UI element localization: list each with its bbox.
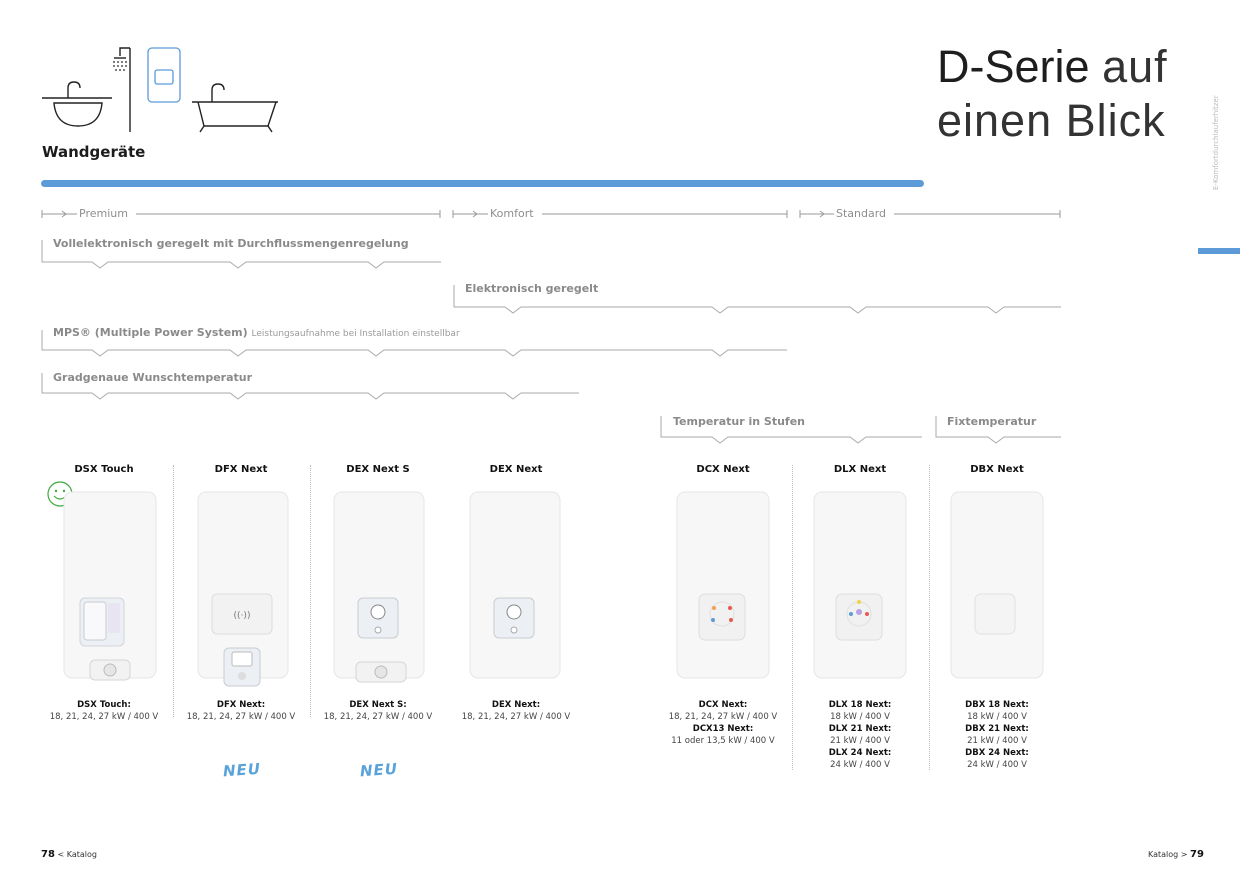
level-premium: Premium — [77, 207, 136, 220]
product-name-dsx-touch: DSX Touch — [74, 464, 134, 475]
spec-dfx-next: DFX Next:18, 21, 24, 27 kW / 400 V — [186, 700, 296, 722]
product-name-dcx-next: DCX Next — [696, 464, 750, 475]
level-standard: Standard — [834, 207, 895, 220]
device-image-dex-next-s — [333, 491, 425, 683]
spec-dlx-next: DLX 18 Next:18 kW / 400 V DLX 21 Next:21… — [828, 700, 892, 770]
device-image-dcx-next — [676, 491, 770, 679]
svg-text:((·)): ((·)) — [234, 611, 251, 621]
shower-icon — [114, 47, 131, 132]
level-komfort: Komfort — [488, 207, 542, 220]
page-title: D-Serie auf einen Blick — [937, 41, 1168, 146]
category-gradgenau: Gradgenaue Wunschtemperatur — [53, 371, 253, 384]
column-separator — [792, 465, 793, 770]
product-name-dex-next: DEX Next — [489, 464, 543, 475]
footer-left: 78 < Katalog — [41, 849, 97, 860]
side-label: E-Komfortdurchlauferhitzer — [1212, 95, 1220, 190]
category-brackets — [41, 240, 1061, 444]
category-mps: MPS® (Multiple Power System) Leistungsau… — [53, 326, 460, 339]
bathroom-icons — [42, 47, 278, 133]
product-name-dex-next-s: DEX Next S — [346, 464, 410, 475]
level-lines — [41, 210, 1061, 218]
section-heading: Wandgeräte — [42, 143, 146, 161]
new-badge-dfx: NEU — [222, 759, 262, 781]
device-image-dlx-next — [813, 491, 907, 679]
category-vollelektronisch: Vollelektronisch geregelt mit Durchfluss… — [53, 237, 409, 250]
column-separator — [310, 465, 311, 717]
spec-dex-next-s: DEX Next S:18, 21, 24, 27 kW / 400 V — [323, 700, 433, 722]
column-separator — [929, 465, 930, 770]
spec-dex-next: DEX Next:18, 21, 24, 27 kW / 400 V — [461, 700, 571, 722]
spec-dbx-next: DBX 18 Next:18 kW / 400 V DBX 21 Next:21… — [965, 700, 1029, 770]
category-elektronisch: Elektronisch geregelt — [465, 282, 599, 295]
device-image-dex-next — [469, 491, 561, 679]
column-separator — [173, 465, 174, 717]
new-badge-dex-s: NEU — [359, 759, 399, 781]
product-name-dbx-next: DBX Next — [970, 464, 1024, 475]
product-name-dlx-next: DLX Next — [833, 464, 887, 475]
category-fix: Fixtemperatur — [947, 415, 1037, 428]
spec-dcx-next: DCX Next:18, 21, 24, 27 kW / 400 V DCX13… — [668, 700, 778, 746]
footer-right: Katalog > 79 — [1148, 849, 1204, 860]
spec-dsx-touch: DSX Touch:18, 21, 24, 27 kW / 400 V — [49, 700, 159, 722]
bathtub-icon — [192, 83, 278, 133]
side-tab-marker — [1198, 248, 1240, 254]
product-name-dfx-next: DFX Next — [214, 464, 268, 475]
device-image-dbx-next — [950, 491, 1044, 679]
device-image-dfx-next: ((·)) — [197, 491, 289, 687]
device-image-dsx-touch — [63, 491, 157, 681]
sink-icon — [42, 81, 112, 127]
accent-bar — [41, 180, 924, 187]
category-stufen: Temperatur in Stufen — [673, 415, 806, 428]
water-heater-icon — [147, 47, 181, 103]
